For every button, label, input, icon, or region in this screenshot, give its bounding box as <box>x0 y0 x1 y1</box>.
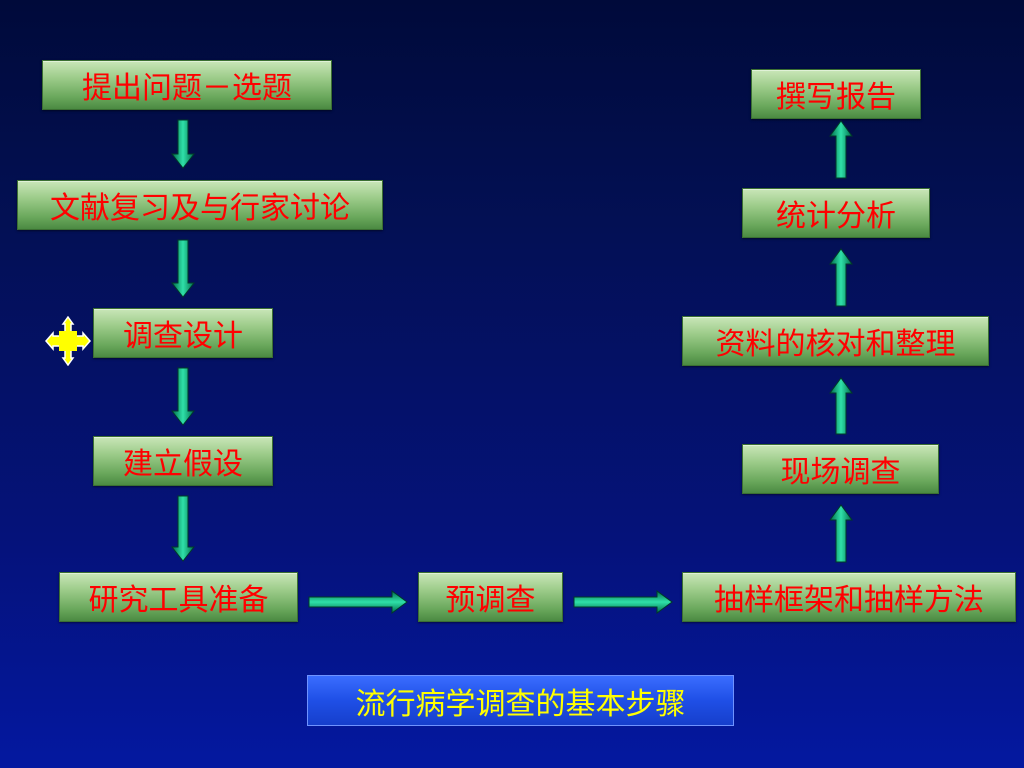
step-field-survey: 现场调查 <box>742 444 939 494</box>
arrow-down-2 <box>170 239 196 298</box>
step-survey-design: 调查设计 <box>93 308 273 358</box>
step-statistical-analysis: 统计分析 <box>742 188 930 238</box>
arrow-down-4 <box>170 495 196 562</box>
arrow-down-1 <box>170 119 196 169</box>
arrow-down-3 <box>170 367 196 426</box>
step-tool-preparation: 研究工具准备 <box>59 572 298 622</box>
arrow-up-1 <box>829 504 853 563</box>
step-hypothesis: 建立假设 <box>93 436 273 486</box>
step-literature-review: 文献复习及与行家讨论 <box>17 180 383 230</box>
arrow-right-2 <box>573 590 673 614</box>
arrow-right-1 <box>308 590 408 614</box>
diagram-title: 流行病学调查的基本步骤 <box>307 675 734 726</box>
arrow-up-4 <box>829 120 853 179</box>
step-pretest: 预调查 <box>418 572 563 622</box>
step-data-checking: 资料的核对和整理 <box>682 316 989 366</box>
arrow-up-2 <box>829 377 853 435</box>
step-sampling: 抽样框架和抽样方法 <box>682 572 1016 622</box>
step-select-topic: 提出问题－选题 <box>42 60 332 110</box>
move-cursor-icon <box>45 316 91 366</box>
step-write-report: 撰写报告 <box>751 69 921 119</box>
arrow-up-3 <box>829 248 853 307</box>
